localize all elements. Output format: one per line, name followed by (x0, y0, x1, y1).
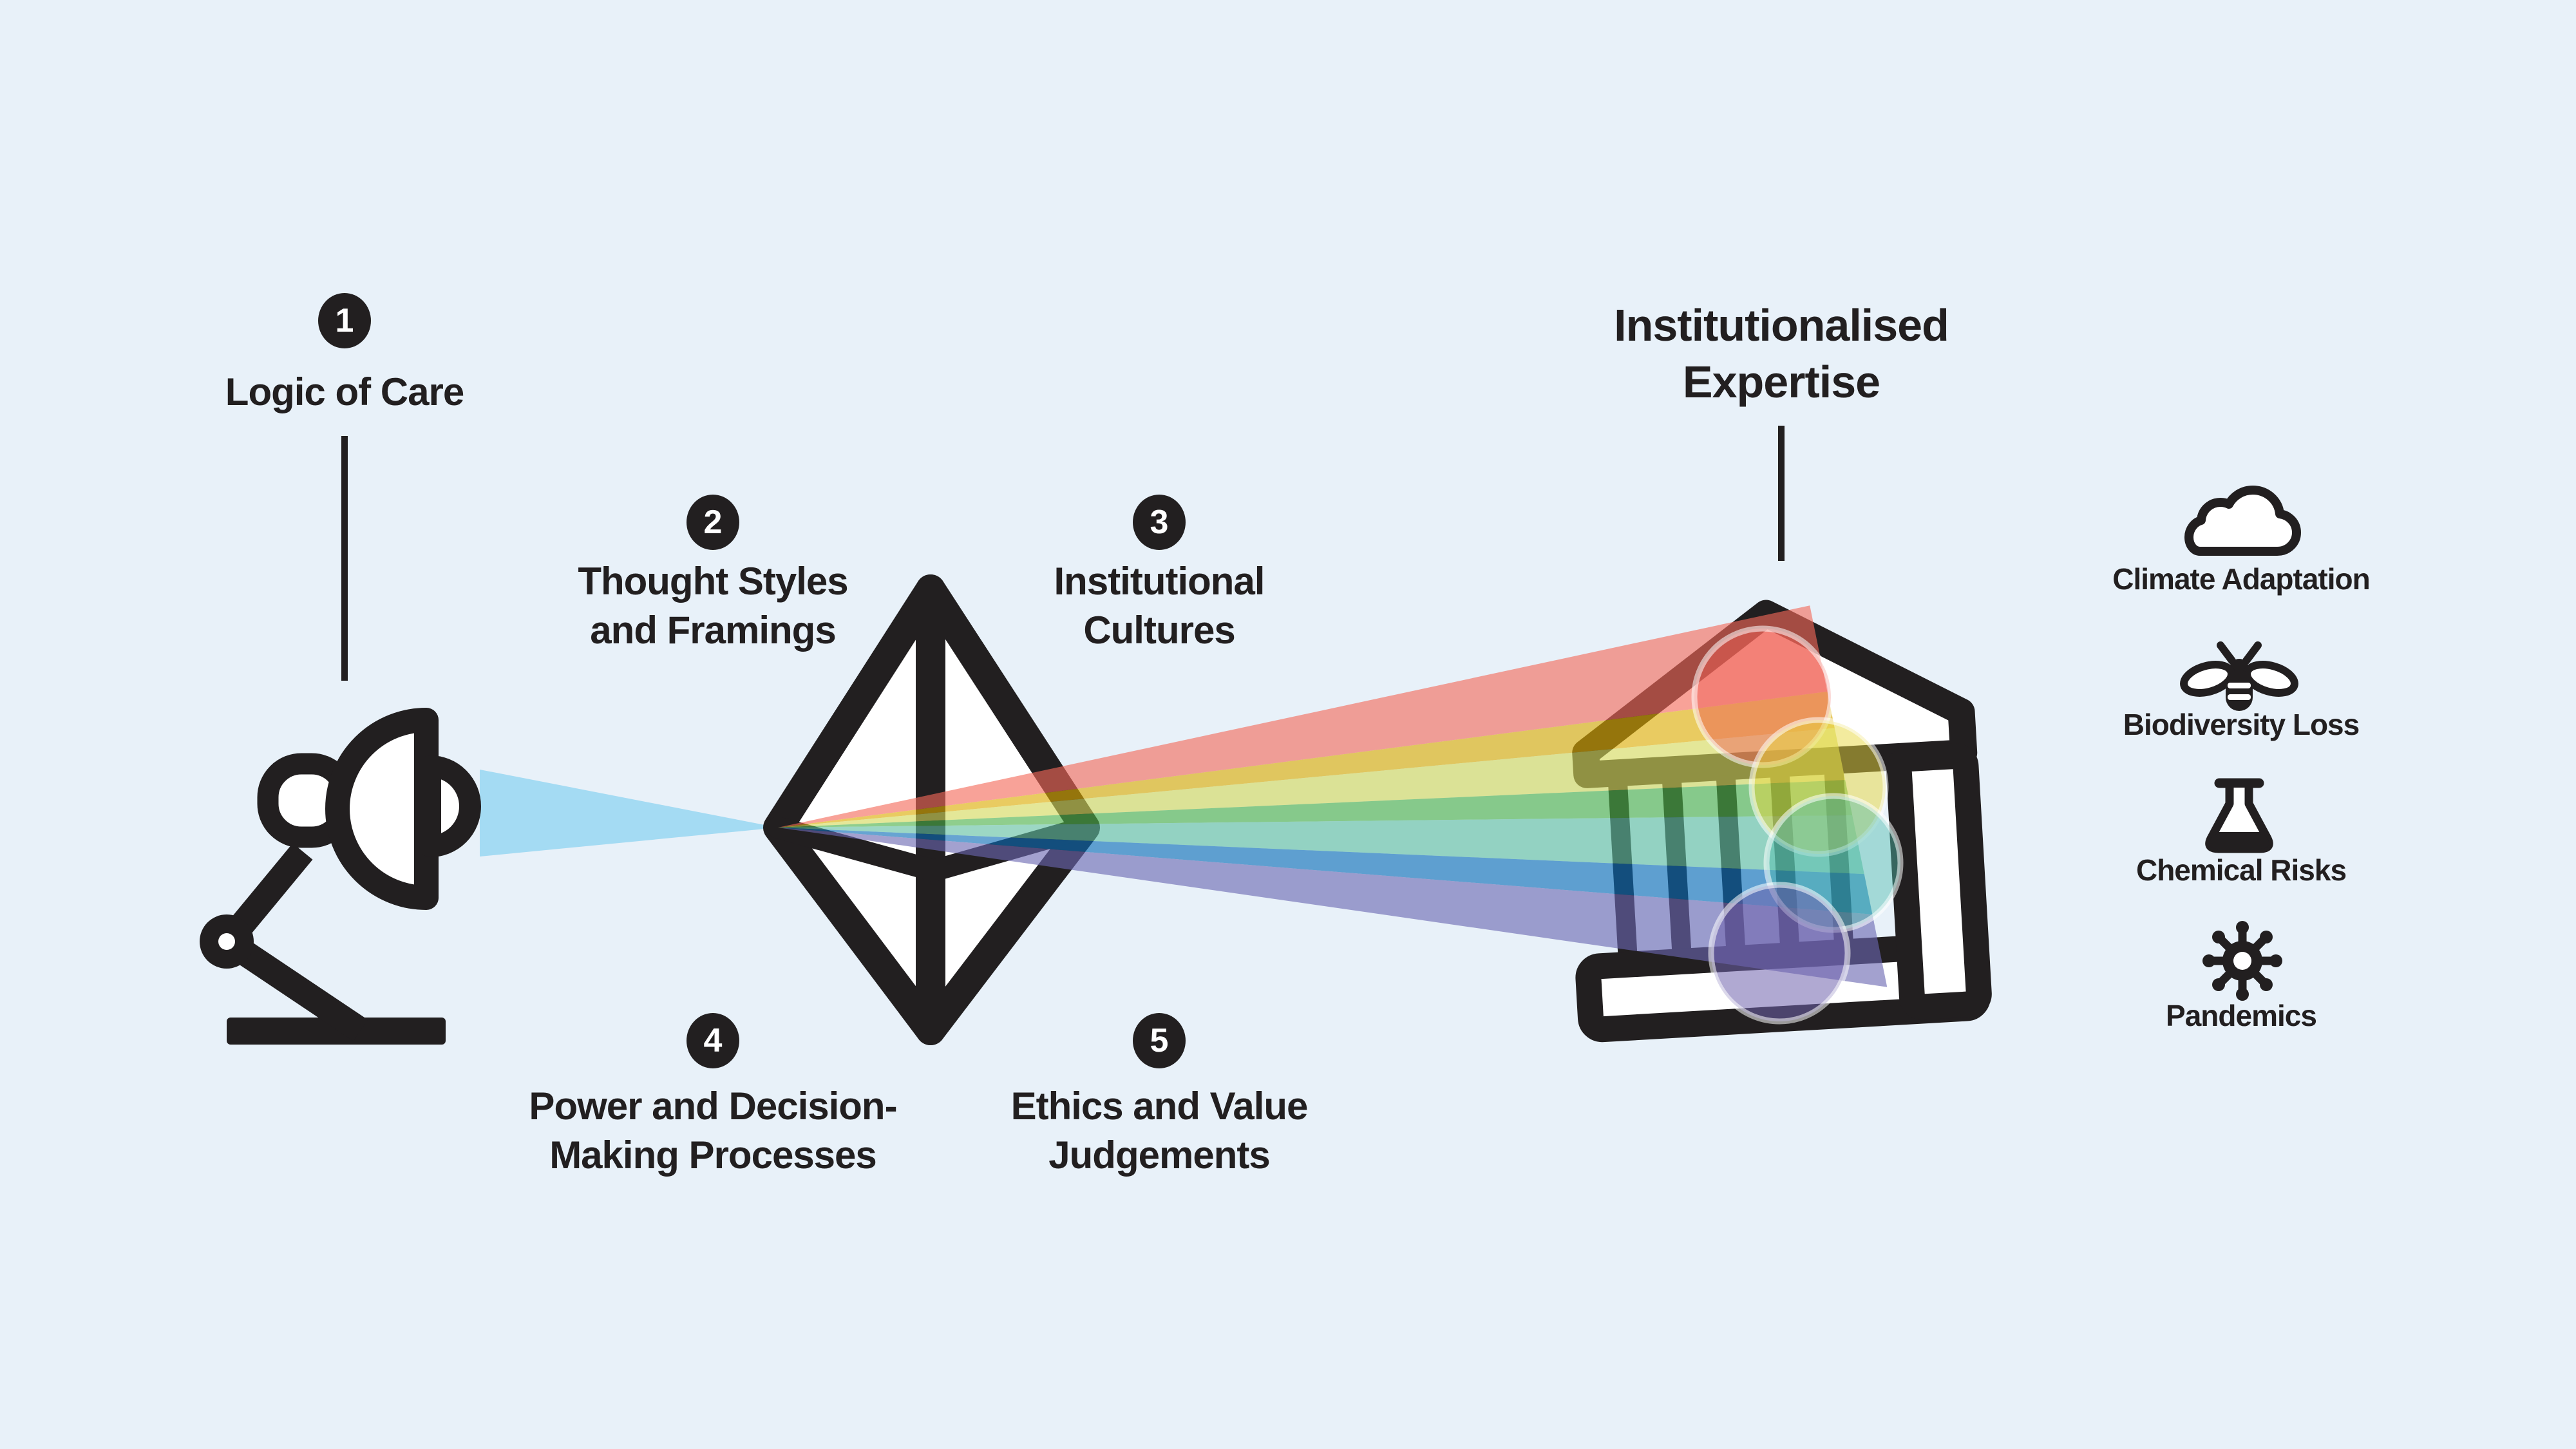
impact-label-pandemics: Pandemics (2166, 999, 2317, 1032)
step-label-ethics-value: Ethics and Value Judgements (1010, 1084, 1309, 1177)
step1-connector-line (341, 436, 348, 681)
lamp-lower-arm (224, 933, 368, 1041)
step-label-logic-of-care: Logic of Care (225, 370, 464, 413)
desk-lamp-icon (200, 708, 481, 1045)
step-label-power-decision: Power and Decision- Making Processes (529, 1084, 897, 1177)
spectrum-bubbles (1691, 625, 1904, 1025)
bubble-purple (1708, 882, 1851, 1025)
step-badge-1: 1 (318, 293, 371, 348)
step-number: 2 (703, 504, 723, 541)
step-number: 5 (1150, 1022, 1169, 1059)
spectrum-band-gold (778, 681, 1900, 828)
lamp-beam (480, 770, 778, 857)
lamp-elbow-pin (218, 933, 235, 950)
step-badge-3: 3 (1133, 495, 1186, 550)
institution-connector-line (1778, 426, 1785, 561)
step-badge-2: 2 (687, 495, 739, 550)
spectrum-band-red (778, 585, 1900, 828)
impact-label-chemical-risks: Chemical Risks (2136, 853, 2347, 887)
step-badge-4: 4 (687, 1013, 739, 1068)
impact-label-climate-adaptation: Climate Adaptation (2112, 562, 2370, 596)
flask-icon (2205, 778, 2273, 853)
lamp-bulb-dome (419, 755, 481, 857)
step-number: 3 (1150, 504, 1169, 541)
step-label-thought-styles: Thought Styles and Framings (578, 560, 848, 652)
virus-icon (2202, 921, 2282, 1001)
spectrum-beams (778, 585, 1900, 990)
step-number: 4 (703, 1022, 723, 1059)
spectrum-band-green (778, 777, 1900, 828)
impact-label-biodiversity-loss: Biodiversity Loss (2123, 708, 2360, 741)
lamp-shade-cone (325, 708, 439, 910)
lamp-base (227, 1018, 446, 1045)
step-label-institutional-cultures: Institutional Cultures (1054, 560, 1265, 652)
step-number: 1 (335, 302, 354, 339)
bee-icon (2180, 641, 2298, 711)
spectrum-band-yellowgreen (778, 721, 1900, 828)
cloud-icon (2184, 486, 2301, 556)
step-badge-5: 5 (1133, 1013, 1186, 1068)
building-right-column (1886, 743, 1992, 1020)
spectrum-band-purple (778, 828, 1900, 990)
institution-title: Institutionalised Expertise (1614, 300, 1949, 407)
spectrum-band-teal (778, 815, 1900, 876)
